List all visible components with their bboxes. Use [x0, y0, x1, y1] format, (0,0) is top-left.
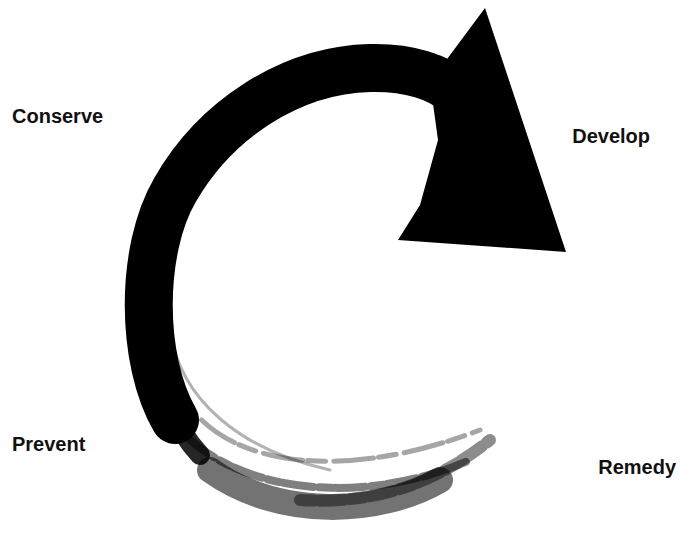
brush-edge	[148, 220, 200, 455]
label-conserve: Conserve	[12, 104, 103, 128]
brush-bottom-c	[185, 400, 480, 461]
brush-streak	[170, 330, 330, 470]
arrow-head	[398, 8, 566, 252]
label-remedy: Remedy	[598, 455, 676, 479]
brush-main	[149, 68, 455, 420]
label-prevent: Prevent	[12, 432, 85, 456]
label-develop: Develop	[572, 124, 650, 148]
